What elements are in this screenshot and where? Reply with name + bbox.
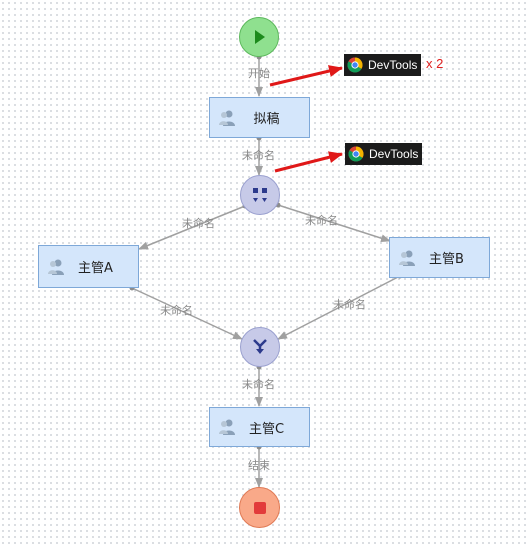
join-gateway[interactable] [240, 327, 280, 367]
devtools-badge-2[interactable]: DevTools [345, 143, 423, 165]
devtools-count: x 2 [426, 56, 444, 71]
chrome-icon [347, 57, 363, 73]
edge-label-end: 结束 [248, 459, 270, 472]
chrome-icon [348, 146, 364, 162]
edge-split-b[interactable] [277, 204, 391, 243]
user-icon [48, 259, 64, 275]
edge-label-join: 未命名 [242, 378, 275, 391]
edge-split-a[interactable] [138, 205, 246, 250]
red-arrow-2 [274, 151, 343, 173]
user-icon [219, 419, 235, 435]
task-node-manager-a[interactable]: 主管A [38, 245, 139, 288]
merge-icon [253, 339, 267, 354]
start-node[interactable] [239, 17, 279, 57]
task-label: 拟稿 [253, 112, 280, 127]
task-node-draft[interactable]: 拟稿 [209, 97, 310, 138]
task-node-manager-c[interactable]: 主管C [209, 407, 310, 447]
edge-label-split-left: 未命名 [182, 217, 215, 230]
play-icon [255, 30, 265, 44]
edge-label-split-right: 未命名 [305, 214, 338, 227]
task-label: 主管C [248, 421, 285, 437]
user-icon [399, 250, 415, 266]
devtools-label: DevTools [369, 147, 419, 161]
stop-icon [253, 501, 266, 514]
end-node[interactable] [239, 487, 280, 528]
edge-label-a-join: 未命名 [160, 304, 193, 317]
devtools-badge-1[interactable]: DevTools [344, 54, 422, 76]
edge-label-draft: 未命名 [242, 149, 275, 162]
red-arrow-1 [269, 65, 343, 87]
devtools-label: DevTools [368, 58, 418, 72]
fork-icon [253, 188, 267, 202]
edge-label-b-join: 未命名 [333, 298, 366, 311]
task-label: 主管B [429, 252, 464, 267]
edge-label-start: 开始 [248, 67, 270, 80]
task-label: 主管A [78, 261, 113, 276]
task-node-manager-b[interactable]: 主管B [389, 237, 490, 278]
split-gateway[interactable] [240, 175, 280, 215]
user-icon [219, 110, 235, 126]
edge-b-join[interactable] [277, 275, 401, 340]
edge-a-join[interactable] [131, 287, 243, 340]
